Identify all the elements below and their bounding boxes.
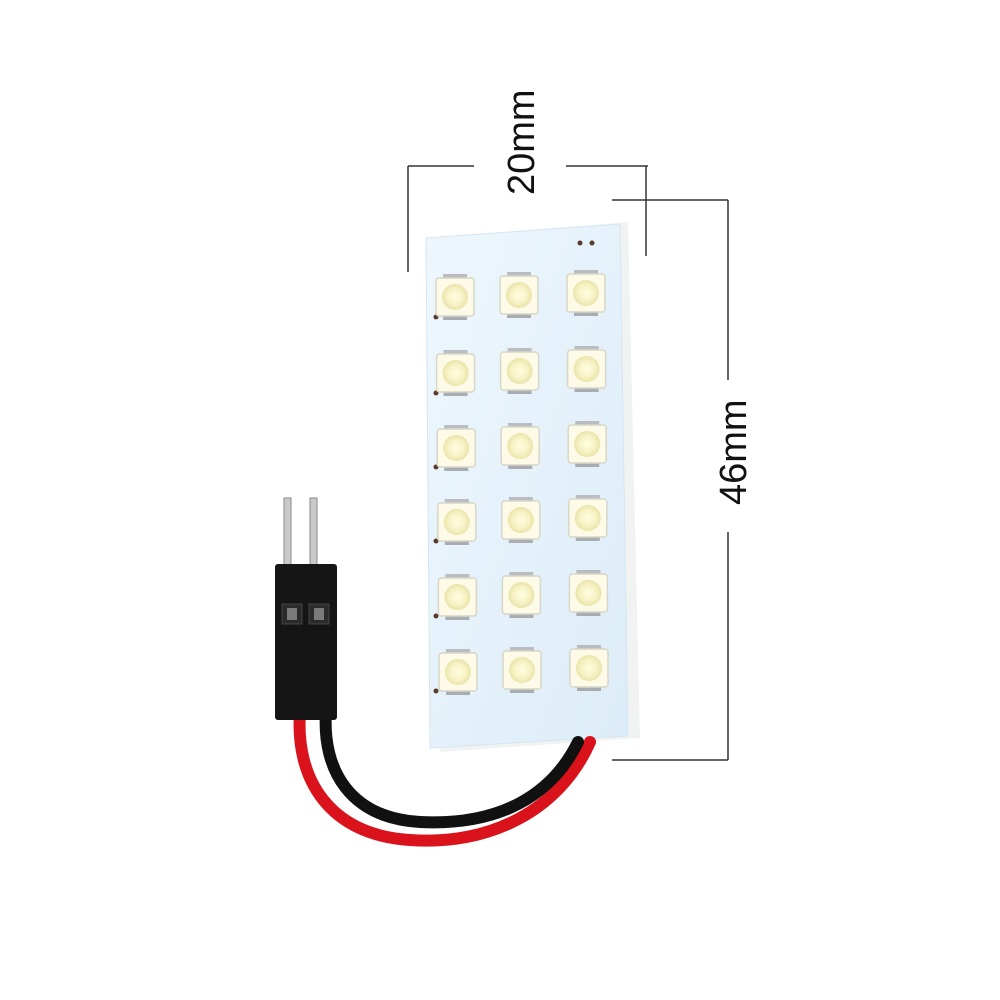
smd-led [435, 274, 475, 320]
smd-led [566, 270, 606, 316]
led-grid [435, 270, 609, 695]
smd-led [437, 499, 477, 545]
smd-led [568, 570, 609, 616]
smd-led [438, 649, 478, 695]
smd-led [500, 423, 540, 469]
smd-led [437, 574, 478, 620]
smd-led [569, 645, 609, 691]
width-dimension-label: 20mm [501, 89, 543, 195]
smd-led [499, 348, 540, 394]
smd-led [499, 272, 539, 318]
red-wire [293, 706, 596, 847]
height-dimension-label: 46mm [713, 399, 755, 505]
smd-led [501, 497, 541, 543]
smd-led [568, 495, 608, 541]
cable [293, 706, 596, 847]
smd-led [502, 647, 542, 693]
smd-led [435, 350, 476, 396]
smd-led [501, 572, 542, 618]
smd-led [436, 425, 476, 471]
smd-led [567, 421, 607, 467]
black-wire [319, 706, 584, 829]
connector-pins [283, 497, 318, 569]
smd-led [566, 346, 607, 392]
dimension-lines [407, 165, 729, 761]
connector-housing [275, 564, 337, 720]
